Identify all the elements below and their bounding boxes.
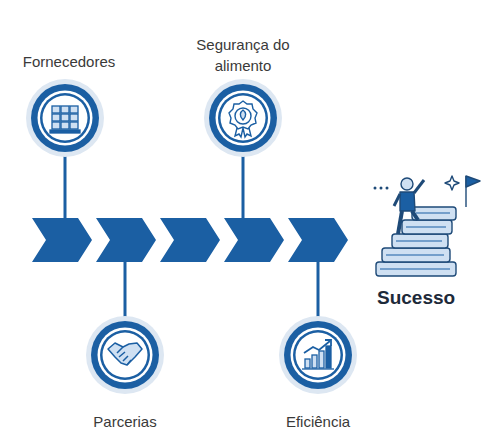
milestone-label: Eficiência — [253, 411, 383, 432]
circle-frame — [204, 79, 282, 157]
milestone-label: Fornecedores — [4, 51, 134, 72]
circle-frame — [26, 79, 104, 157]
milestone-circle: Segurança do alimento — [209, 84, 277, 152]
badge-icon — [229, 101, 257, 137]
chart-icon — [302, 340, 334, 369]
circle-frame — [279, 316, 357, 394]
milestone-circle: Eficiência — [284, 321, 352, 389]
milestone-circle: Fornecedores — [31, 84, 99, 152]
success-illustration — [376, 176, 480, 276]
chevron-row — [32, 218, 348, 262]
handshake-icon — [108, 343, 142, 365]
dots — [374, 187, 389, 190]
leader-lines — [65, 152, 318, 321]
milestone-label: Parcerias — [60, 411, 190, 432]
circle-frame — [86, 316, 164, 394]
milestone-label: Segurança do alimento — [191, 34, 295, 76]
milestone-circle: Parcerias — [91, 321, 159, 389]
goal-label: Sucesso — [377, 287, 455, 309]
boxes-icon — [50, 106, 80, 133]
